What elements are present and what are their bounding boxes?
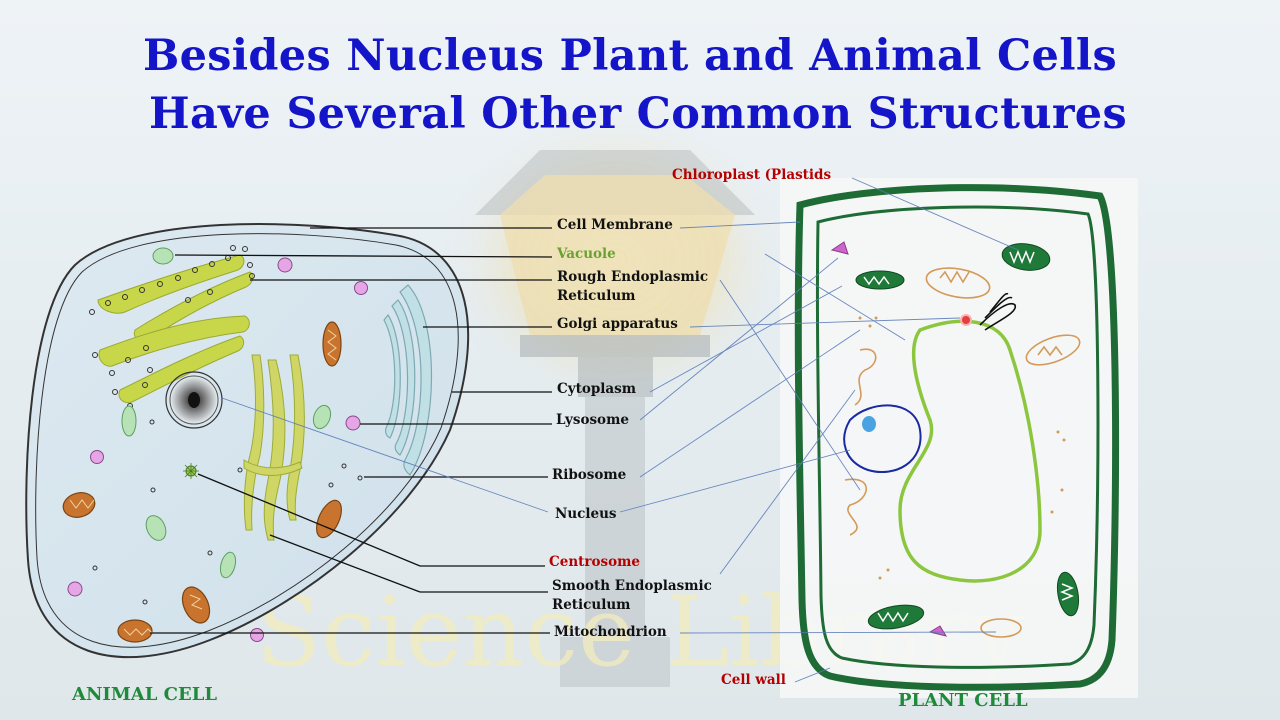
label-golgi: Golgi apparatus (557, 316, 678, 332)
label-nucleus: Nucleus (555, 506, 617, 522)
slide-title-line2: Have Several Other Common Structures (149, 89, 1127, 139)
label-lysosome: Lysosome (556, 412, 629, 428)
background-lamp (440, 110, 790, 687)
caption-plant-cell: PLANT CELL (898, 690, 1028, 711)
label-rough-er-line2: Reticulum (557, 288, 636, 304)
label-smooth-er-line1: Smooth Endoplasmic (552, 578, 712, 594)
lysosomes (67, 257, 368, 642)
label-vacuole: Vacuole (557, 246, 616, 262)
plant-cell (780, 178, 1138, 698)
vacuoles (121, 247, 332, 579)
golgi (383, 284, 433, 476)
mitochondria (62, 321, 342, 643)
leader-lines-black (150, 227, 553, 634)
centrosome (183, 463, 199, 479)
label-smooth-er-line2: Reticulum (552, 597, 631, 613)
label-centrosome: Centrosome (549, 554, 640, 570)
label-cytoplasm: Cytoplasm (557, 381, 637, 397)
animal-nucleus (165, 371, 223, 429)
caption-animal-cell: ANIMAL CELL (72, 684, 218, 705)
label-rough-er-line1: Rough Endoplasmic (557, 269, 709, 285)
plant-mitochondria (844, 267, 1081, 638)
label-chloroplast: Chloroplast (Plastids (672, 167, 832, 183)
label-cell-wall: Cell wall (721, 672, 786, 688)
slide-title-line1: Besides Nucleus Plant and Animal Cells (142, 31, 1117, 81)
label-cell-membrane: Cell Membrane (557, 217, 673, 233)
label-ribosome: Ribosome (552, 467, 627, 483)
label-mitochondrion: Mitochondrion (554, 624, 667, 640)
animal-cell (25, 223, 470, 659)
leader-lines-blue (221, 177, 1019, 683)
ribosome-dots (89, 245, 255, 409)
rough-er (97, 254, 254, 404)
free-ribosomes (92, 419, 363, 605)
smooth-er (243, 354, 305, 541)
plant-golgi (979, 292, 1016, 331)
